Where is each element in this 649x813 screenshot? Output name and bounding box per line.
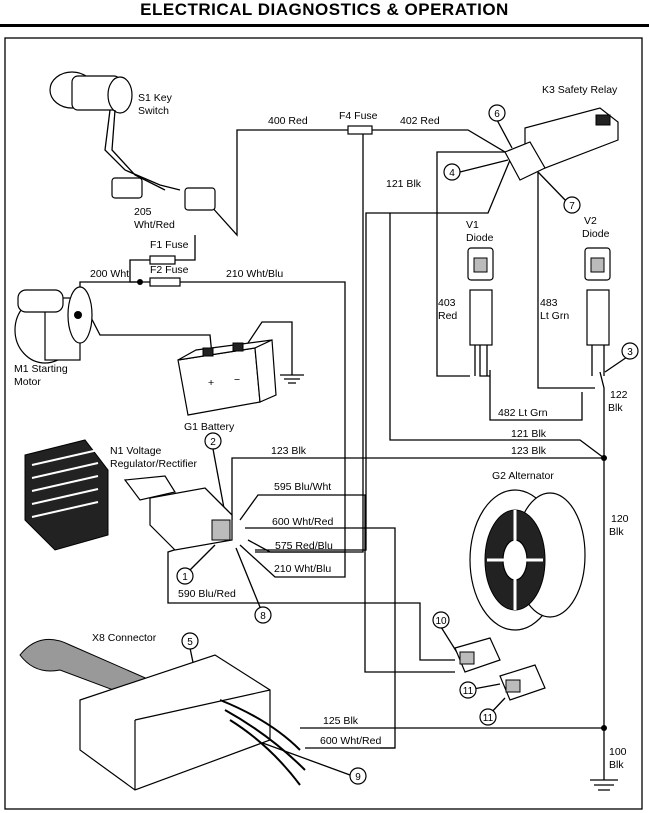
diagram-frame bbox=[4, 37, 643, 810]
callout-11: 11 bbox=[463, 686, 474, 697]
wire-label: 210 Wht/Blu bbox=[274, 563, 331, 575]
wire-label: Blk bbox=[608, 402, 623, 414]
m1-label: Motor bbox=[14, 376, 41, 388]
svg-text:−: − bbox=[234, 374, 240, 386]
wire-label: 122 bbox=[610, 389, 628, 401]
callout-10: 10 bbox=[435, 616, 447, 627]
callout-1: 1 bbox=[182, 572, 188, 583]
m1-label: M1 Starting bbox=[14, 363, 68, 375]
wire-label: 125 Blk bbox=[323, 715, 359, 727]
s1-label: S1 Key bbox=[138, 92, 173, 104]
v2-label: Diode bbox=[582, 228, 610, 240]
title-rule bbox=[0, 24, 649, 27]
component-labels: S1 Key Switch K3 Safety Relay V1 Diode V… bbox=[14, 84, 618, 644]
wire-label: 123 Blk bbox=[271, 445, 307, 457]
wire-label: 590 Blu/Red bbox=[178, 588, 236, 600]
wire-label: 121 Blk bbox=[511, 428, 547, 440]
callout-4: 4 bbox=[449, 168, 455, 179]
wire-label: 205 bbox=[134, 206, 152, 218]
s1-label: Switch bbox=[138, 105, 169, 117]
wire-label: 403 bbox=[438, 297, 456, 309]
f1-label: F1 Fuse bbox=[150, 239, 189, 251]
wire-label: 121 Blk bbox=[386, 178, 422, 190]
junction-dot bbox=[601, 455, 607, 461]
callouts: 6 4 7 3 2 1 8 5 10 11 11 9 bbox=[176, 104, 639, 785]
junction-dot bbox=[137, 279, 143, 285]
wire-label: 575 Red/Blu bbox=[275, 540, 333, 552]
k3-label: K3 Safety Relay bbox=[542, 84, 618, 96]
s1-key-switch-illustration bbox=[49, 71, 216, 211]
callout-2: 2 bbox=[210, 437, 216, 448]
wire-label: 600 Wht/Red bbox=[272, 516, 333, 528]
wire-labels: 400 Red 402 Red 205 Wht/Red 121 Blk 200 … bbox=[90, 115, 629, 771]
wire-label: Blk bbox=[609, 526, 624, 538]
g2-alternator-illustration bbox=[469, 489, 586, 631]
page-title: ELECTRICAL DIAGNOSTICS & OPERATION bbox=[140, 0, 509, 19]
alternator-connectors-illustration bbox=[454, 637, 546, 701]
junction-dot bbox=[601, 725, 607, 731]
m1-starting-motor-illustration bbox=[14, 286, 93, 364]
g2-label: G2 Alternator bbox=[492, 470, 554, 482]
f4-fuse-symbol bbox=[347, 125, 373, 135]
wire-label: 600 Wht/Red bbox=[320, 735, 381, 747]
svg-text:+: + bbox=[208, 377, 214, 389]
wire-label: 100 bbox=[609, 746, 627, 758]
wire-label: 483 bbox=[540, 297, 558, 309]
wire-label: 400 Red bbox=[268, 115, 308, 127]
callout-7: 7 bbox=[569, 201, 575, 212]
callout-3: 3 bbox=[627, 347, 633, 358]
wire-label: Wht/Red bbox=[134, 219, 175, 231]
x8-label: X8 Connector bbox=[92, 632, 157, 644]
v2-label: V2 bbox=[584, 215, 597, 227]
callout-8: 8 bbox=[260, 611, 266, 622]
wire-label: 482 Lt Grn bbox=[498, 407, 548, 419]
wire-label: 120 bbox=[611, 513, 629, 525]
f2-fuse-symbol bbox=[149, 277, 181, 287]
f2-label: F2 Fuse bbox=[150, 264, 189, 276]
v1-diode-illustration bbox=[467, 247, 494, 376]
wire-label: 200 Wht bbox=[90, 268, 129, 280]
v1-label: V1 bbox=[466, 219, 479, 231]
x8-connector-illustration bbox=[19, 638, 306, 791]
g1-battery-illustration: + − bbox=[177, 339, 277, 416]
k3-safety-relay-illustration bbox=[504, 107, 619, 181]
wire-label: 123 Blk bbox=[511, 445, 547, 457]
wire-label: Blk bbox=[609, 759, 624, 771]
n1-label: Regulator/Rectifier bbox=[110, 458, 197, 470]
wire-label: 210 Wht/Blu bbox=[226, 268, 283, 280]
n1-regulator-illustration bbox=[24, 439, 233, 551]
v2-diode-illustration bbox=[584, 247, 611, 376]
callout-11: 11 bbox=[483, 713, 494, 724]
v1-label: Diode bbox=[466, 232, 494, 244]
f1-fuse-symbol bbox=[149, 255, 176, 265]
wire-label: Lt Grn bbox=[540, 310, 569, 322]
wire-label: 595 Blu/Wht bbox=[274, 481, 331, 493]
g1-label: G1 Battery bbox=[184, 421, 235, 433]
n1-label: N1 Voltage bbox=[110, 445, 162, 457]
callout-5: 5 bbox=[187, 637, 193, 648]
callout-6: 6 bbox=[494, 109, 500, 120]
callout-9: 9 bbox=[355, 772, 361, 783]
wire-label: 402 Red bbox=[400, 115, 440, 127]
f4-label: F4 Fuse bbox=[339, 110, 378, 122]
wire-label: Red bbox=[438, 310, 457, 322]
